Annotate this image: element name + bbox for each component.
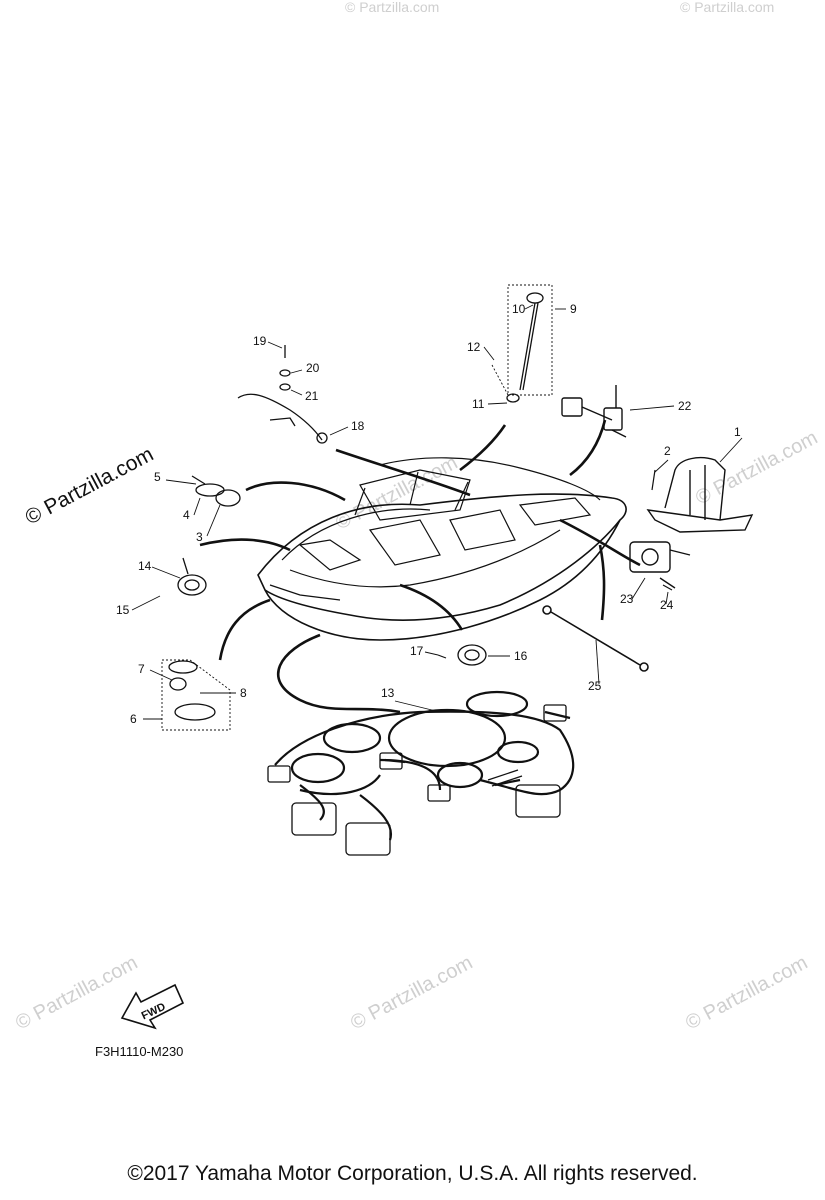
callout-23: 23 xyxy=(620,592,634,606)
part-13-harness xyxy=(274,690,575,841)
callout-1: 1 xyxy=(734,425,741,439)
callout-8: 8 xyxy=(240,686,247,700)
callout-17: 17 xyxy=(410,644,424,658)
callout-18: 18 xyxy=(351,419,365,433)
callout-9: 9 xyxy=(570,302,577,316)
callout-2: 2 xyxy=(664,444,671,458)
watermark-top-1: © Partzilla.com xyxy=(345,0,439,15)
callout-pointers xyxy=(131,304,743,720)
watermark-top-2: © Partzilla.com xyxy=(680,0,774,15)
callout-21: 21 xyxy=(305,389,319,403)
fwd-arrow-icon: FWD xyxy=(120,983,185,1030)
callout-13: 13 xyxy=(381,686,395,700)
watermark-right: © Partzilla.com xyxy=(692,427,821,510)
callout-19: 19 xyxy=(253,334,267,348)
watermark-bottom-left: © Partzilla.com xyxy=(12,952,141,1035)
callout-10: 10 xyxy=(512,302,526,316)
part-25-rod xyxy=(542,605,649,672)
part-9-antenna xyxy=(491,284,553,403)
part-3-vent xyxy=(191,475,241,507)
watermark-center: © Partzilla.com xyxy=(332,452,461,535)
callout-15: 15 xyxy=(116,603,130,617)
callout-22: 22 xyxy=(678,399,692,413)
callout-11: 11 xyxy=(472,397,485,411)
callout-4: 4 xyxy=(183,508,190,522)
part-22-plug xyxy=(561,385,627,438)
callout-3: 3 xyxy=(196,530,203,544)
callout-labels: 1 2 3 4 5 6 7 8 9 10 11 12 13 14 15 16 1… xyxy=(116,302,741,726)
part-14-speaker xyxy=(177,557,207,596)
diagram-code: F3H1110-M230 xyxy=(95,1044,184,1059)
callout-20: 20 xyxy=(306,361,320,375)
watermark-bottom-center: © Partzilla.com xyxy=(347,952,476,1035)
callout-6: 6 xyxy=(130,712,137,726)
part-16-speaker xyxy=(457,644,487,666)
part-6-switch xyxy=(161,659,231,731)
part-23-sensor xyxy=(629,541,691,589)
callout-25: 25 xyxy=(588,679,602,693)
part-18-bracket xyxy=(237,345,328,444)
copyright-notice: ©2017 Yamaha Motor Corporation, U.S.A. A… xyxy=(127,1162,698,1185)
part-1-battery-box xyxy=(646,457,754,533)
screws xyxy=(437,469,673,659)
callout-5: 5 xyxy=(154,470,161,484)
callout-14: 14 xyxy=(138,559,152,573)
harness-connectors xyxy=(267,704,567,856)
callout-16: 16 xyxy=(514,649,528,663)
callout-24: 24 xyxy=(660,598,674,612)
watermark-bottom-right: © Partzilla.com xyxy=(682,952,811,1035)
callout-12: 12 xyxy=(467,340,481,354)
watermark-main: © Partzilla.com xyxy=(22,443,158,530)
callout-7: 7 xyxy=(138,662,145,676)
